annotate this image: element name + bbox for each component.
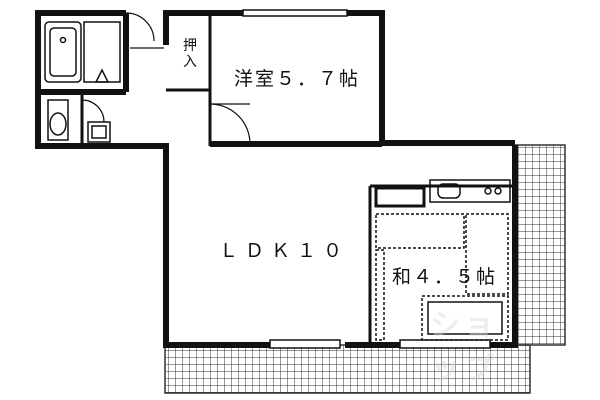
room-label-ldk: ＬＤＫ１０	[219, 240, 350, 262]
outer-walls	[35, 10, 518, 348]
kitchen-counter	[429, 179, 511, 203]
balcony-east	[514, 144, 566, 346]
tatami-and-closets	[375, 213, 509, 341]
watermark: ショップ	[430, 308, 498, 387]
room-label-japanese: 和４．５帖	[392, 266, 498, 288]
windows	[242, 9, 491, 349]
balcony-south	[164, 344, 531, 394]
interior-walls	[80, 13, 515, 345]
room-label-western: 洋室５．７帖	[234, 68, 361, 90]
toilet	[47, 99, 111, 143]
door-swings	[81, 12, 251, 145]
bathtub	[44, 21, 121, 83]
closet-label: 押入	[183, 38, 197, 70]
